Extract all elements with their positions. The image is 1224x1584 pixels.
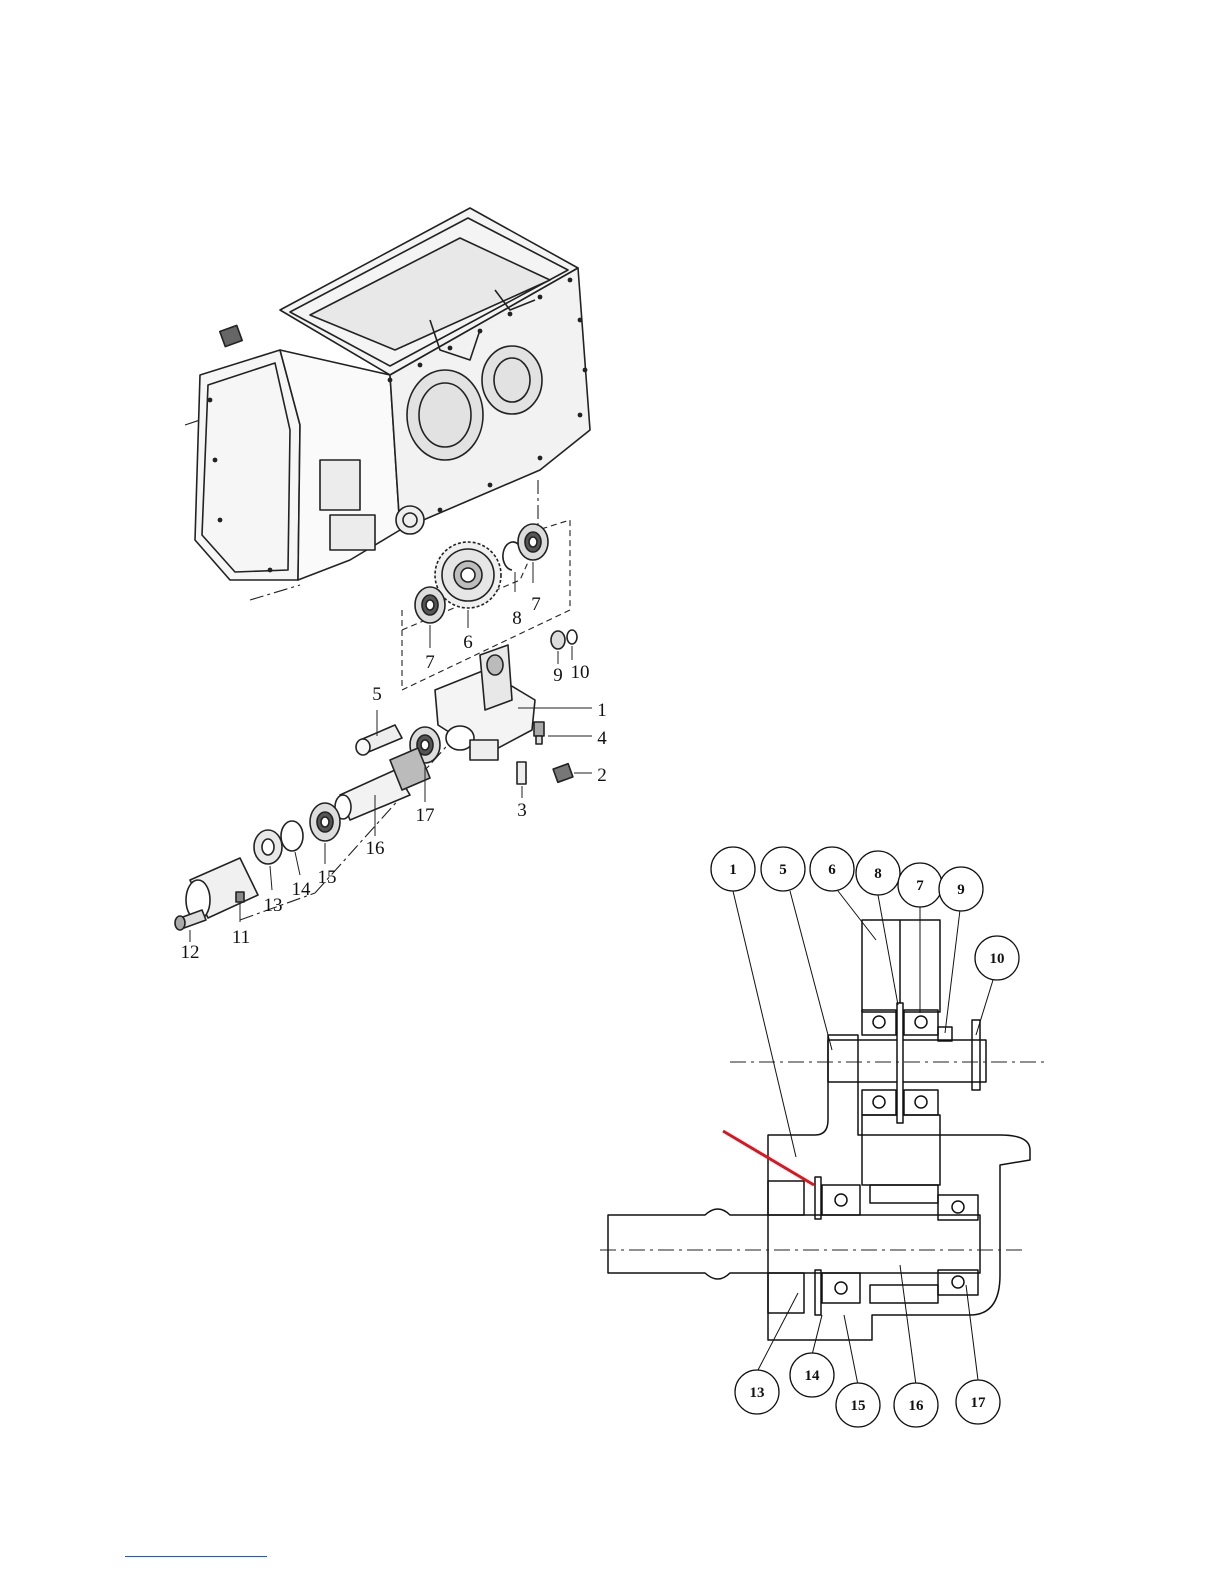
part-label-5: 5: [372, 684, 382, 705]
part-label-15: 15: [318, 867, 337, 888]
part-label-10: 10: [571, 662, 590, 683]
lower-shaft-part-16: [608, 1209, 980, 1279]
housing-part-1: [435, 645, 535, 760]
exploded-view-diagram: 1 2 3 4 5 6 7 7 8 9 10 11 12 13 14 15 16…: [140, 200, 620, 980]
callout-14: 14: [805, 1368, 821, 1384]
snap-ring-part-14: [281, 821, 303, 851]
part-label-12: 12: [181, 942, 200, 963]
bearing-part-7-right: [518, 524, 548, 560]
callout-15: 15: [851, 1398, 866, 1414]
gear-part-6-section: [862, 920, 940, 1012]
gear-part-6: [435, 542, 501, 608]
part-label-16: 16: [366, 838, 385, 859]
callout-13: 13: [750, 1385, 765, 1401]
part-label-7a: 7: [425, 652, 435, 673]
part-label-2: 2: [597, 765, 607, 786]
part-label-7b: 7: [531, 594, 541, 615]
callout-1: 1: [729, 862, 737, 878]
callout-9: 9: [957, 882, 965, 898]
callout-8: 8: [874, 866, 882, 882]
top-plug-icon: [220, 325, 242, 346]
bearing-part-15-section: [822, 1185, 860, 1303]
callout-6: 6: [828, 862, 836, 878]
bearing-part-17-section: [938, 1195, 978, 1295]
callout-10: 10: [990, 951, 1005, 967]
washer-part-9: [551, 631, 565, 649]
bolt-part-4: [534, 722, 544, 744]
callout-17: 17: [971, 1395, 987, 1411]
plug-part-2: [553, 764, 573, 783]
bearing-part-15: [310, 803, 340, 841]
seal-part-13-section: [768, 1181, 804, 1215]
ring-part-10: [567, 630, 577, 644]
part-label-11: 11: [232, 927, 250, 948]
part-label-17: 17: [416, 805, 435, 826]
snap-ring-part-14-section: [815, 1177, 821, 1219]
footnote-rule: [125, 1556, 267, 1557]
seal-part-13: [254, 830, 282, 864]
part-label-13: 13: [264, 895, 283, 916]
callout-5: 5: [779, 862, 787, 878]
bearing-part-7-left: [415, 587, 445, 623]
part-label-6: 6: [463, 632, 473, 653]
callout-16: 16: [909, 1398, 925, 1414]
part-label-3: 3: [517, 800, 527, 821]
upper-shaft-part-5: [828, 1040, 986, 1082]
cross-section-diagram: 1 5 6 8 7 9 10 13 14 15 16 17: [600, 845, 1060, 1435]
cover-part-11: [186, 858, 258, 920]
part-label-8: 8: [512, 608, 522, 629]
dowel-part-3: [517, 762, 526, 784]
part-label-1: 1: [597, 700, 607, 721]
part-label-9: 9: [553, 665, 563, 686]
snap-ring-part-8: [503, 542, 518, 570]
part-label-14: 14: [292, 879, 312, 900]
pin-part-5: [356, 725, 402, 755]
callout-7: 7: [916, 878, 924, 894]
part-label-4: 4: [597, 728, 607, 749]
